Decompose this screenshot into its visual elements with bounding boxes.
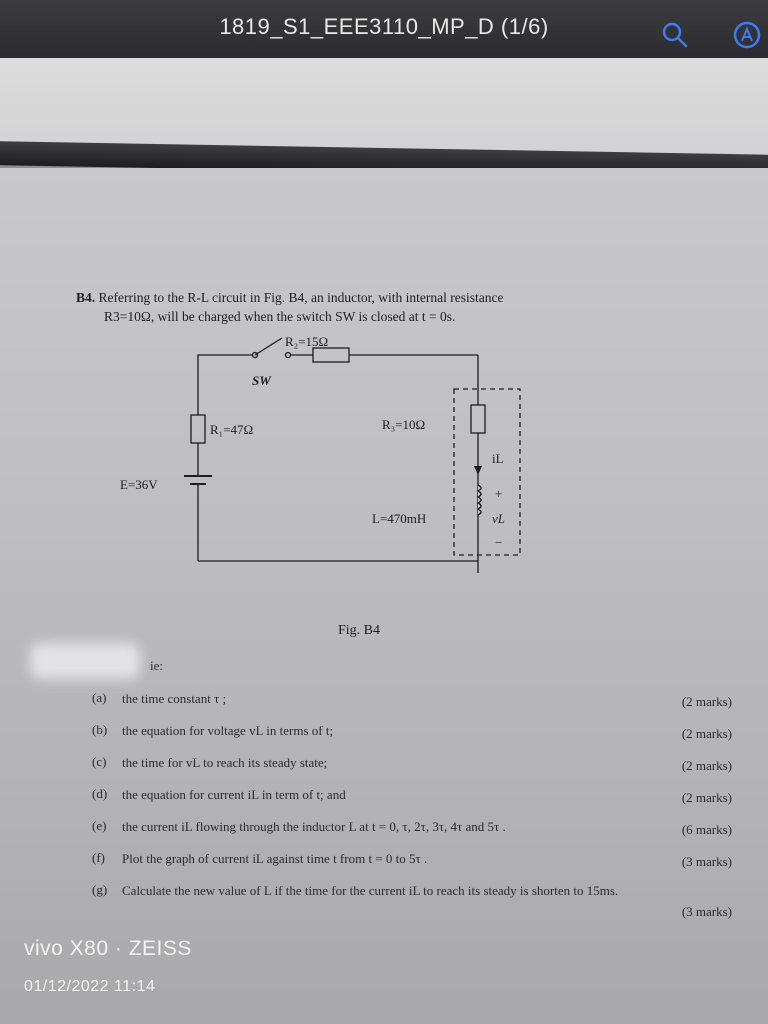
viewer-top-bar: 1819_S1_EEE3110_MP_D (1/6): [0, 0, 768, 64]
label-switch: SW: [252, 373, 272, 388]
annotate-icon[interactable]: [732, 20, 762, 50]
label-emf: E=36V: [120, 477, 158, 492]
marks: (3 marks): [681, 904, 732, 919]
label-minus: −: [495, 535, 502, 550]
label-vl: vL: [492, 511, 505, 526]
label-r2: R₂=15Ω: [285, 334, 328, 349]
marks: (2 marks): [681, 790, 732, 805]
intro-fragment: ie:: [150, 658, 163, 673]
exam-page: B4. Referring to the R-L circuit in Fig.…: [0, 168, 768, 1024]
part-g: (g) Calculate the new value of L if the …: [92, 882, 732, 919]
resistor-r3: [470, 404, 486, 434]
label-plus: +: [495, 486, 502, 501]
label-il: iL: [492, 451, 504, 466]
marks: (2 marks): [681, 726, 732, 741]
search-icon[interactable]: [660, 20, 690, 50]
part-a: (a) the time constant τ ; (2 marks): [92, 690, 732, 709]
part-c: (c) the time for vL to reach its steady …: [92, 754, 732, 773]
figure-caption: Fig. B4: [338, 623, 381, 638]
question-line-1: B4. Referring to the R-L circuit in Fig.…: [76, 290, 504, 305]
current-arrow: [474, 466, 482, 475]
part-d: (d) the equation for current iL in term …: [92, 786, 732, 805]
question-line-2: R3=10Ω, will be charged when the switch …: [104, 309, 456, 324]
part-b: (b) the equation for voltage vL in terms…: [92, 722, 732, 741]
inductor-coil: [476, 484, 482, 516]
switch-contact-right: [284, 351, 292, 359]
question-parts: (a) the time constant τ ; (2 marks) (b) …: [92, 690, 732, 930]
question-number: B4.: [76, 290, 96, 305]
label-r1: R₁=47Ω: [210, 422, 253, 437]
part-e: (e) the current iL flowing through the i…: [92, 818, 732, 837]
wire-top-left: [197, 354, 252, 369]
camera-watermark-device: vivo X80 · ZEISS: [24, 937, 192, 960]
resistor-r1: [190, 414, 206, 444]
marks: (3 marks): [681, 854, 732, 869]
marks: (2 marks): [681, 758, 732, 773]
switch-contact-left: [251, 351, 259, 359]
label-inductance: L=470mH: [372, 511, 426, 526]
label-r3: R₃=10Ω: [382, 417, 425, 432]
switch-blade: [254, 337, 283, 356]
rl-circuit-diagram: R₂=15Ω SW R₁=47Ω R₃=10Ω E=36V iL + vL − …: [120, 334, 521, 573]
glare-spot: [30, 643, 140, 679]
resistor-r2: [312, 347, 350, 363]
marks: (2 marks): [681, 694, 732, 709]
previous-page: [0, 58, 768, 158]
document-title: 1819_S1_EEE3110_MP_D (1/6): [219, 14, 549, 39]
part-f: (f) Plot the graph of current iL against…: [92, 850, 732, 869]
question-b4: B4. Referring to the R-L circuit in Fig.…: [76, 288, 636, 326]
marks: (6 marks): [681, 822, 732, 837]
camera-watermark-time: 01/12/2022 11:14: [24, 978, 156, 995]
inductor-enclosure: [453, 388, 521, 556]
